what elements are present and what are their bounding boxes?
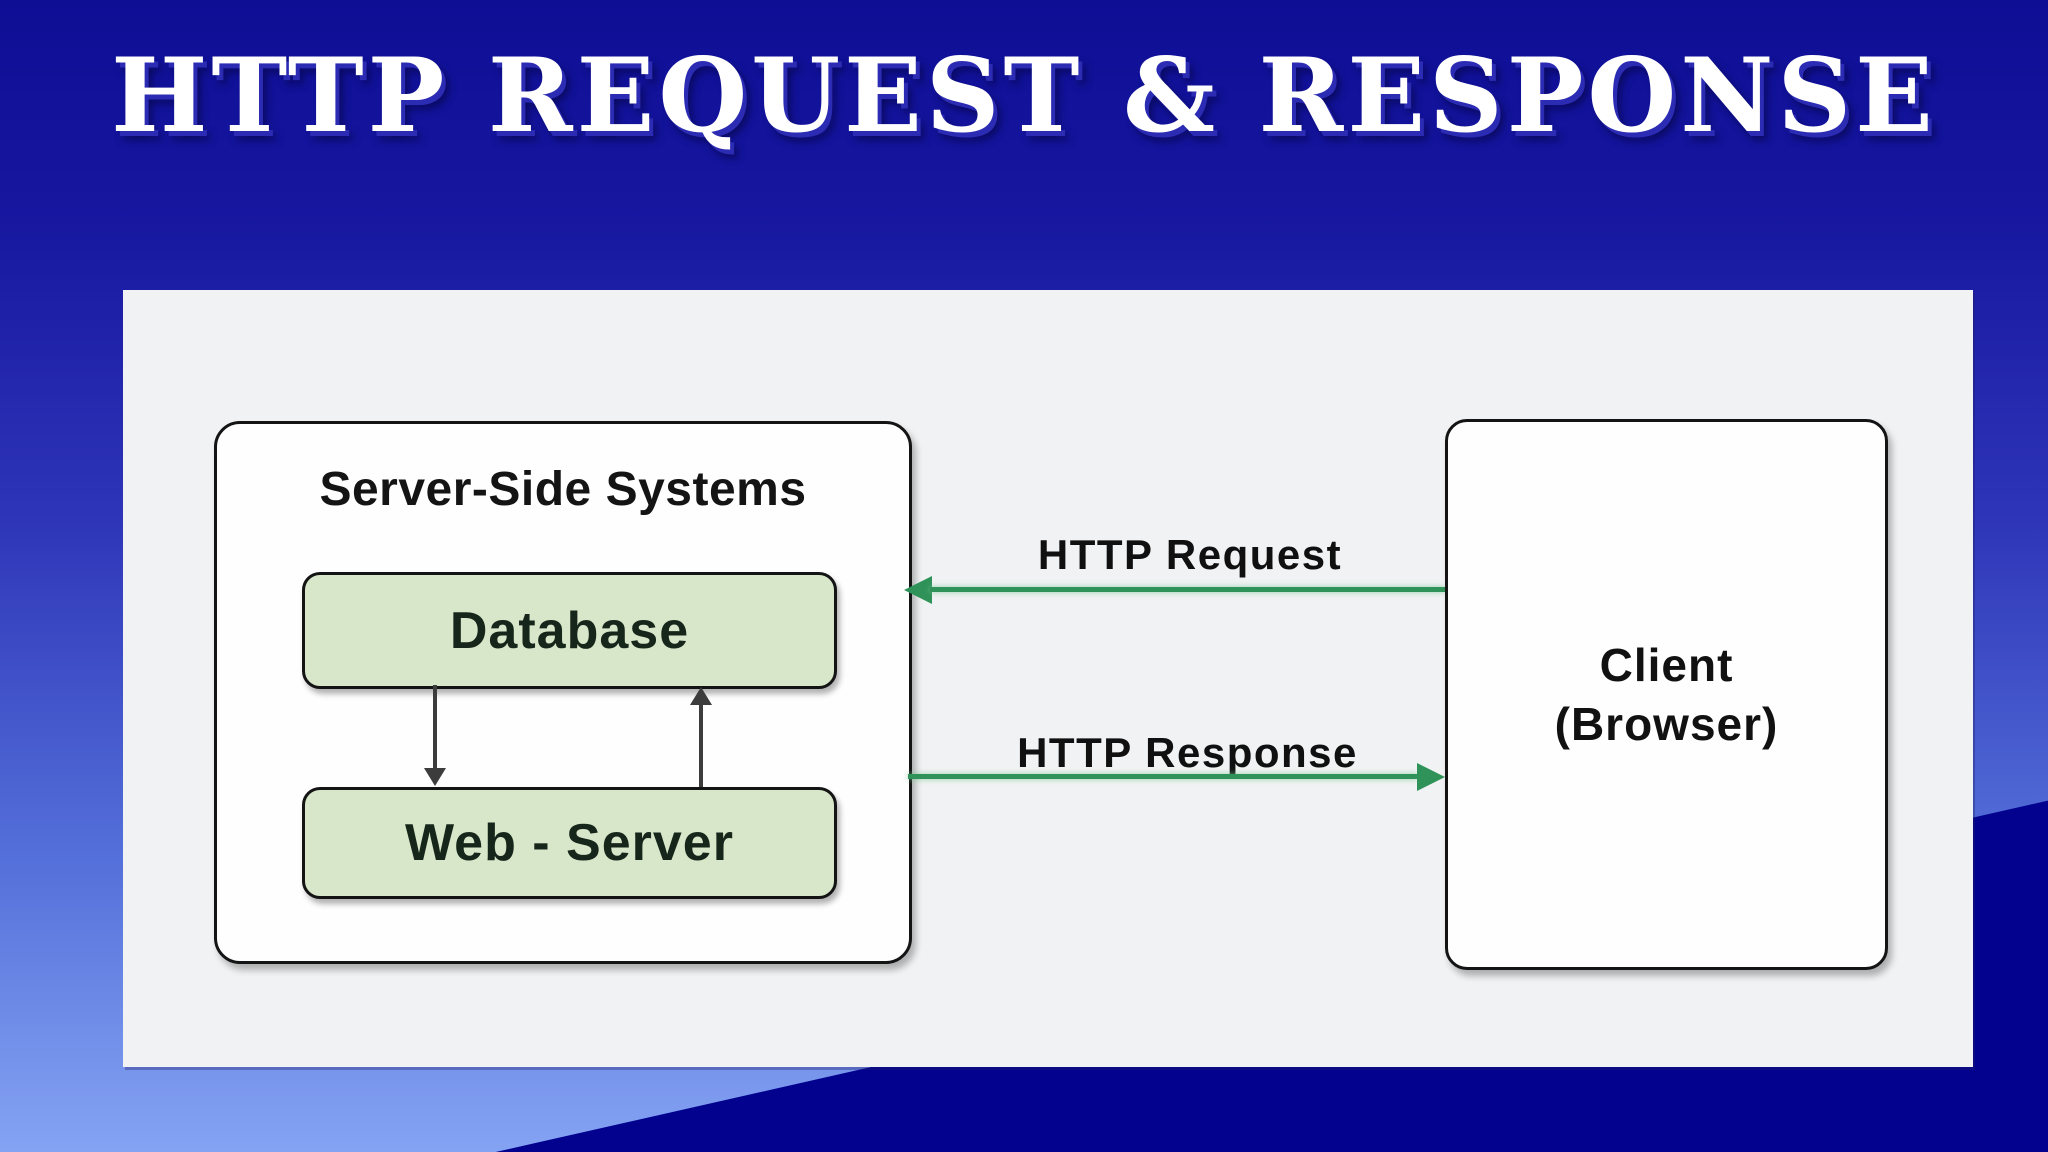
server-side-systems-label: Server-Side Systems [319,463,807,516]
web-server-node: Web - Server [302,787,837,899]
database-node: Database [302,572,837,689]
http-request-shaft [930,587,1445,592]
http-response-shaft [908,774,1418,779]
http-response-label: HTTP Response [1017,729,1358,776]
up-arrowhead-icon [690,687,712,705]
down-arrow-shaft [433,685,437,769]
client-label-line1: Client [1599,638,1734,691]
page-title: HTTP REQUEST & RESPONSE [111,36,1937,156]
database-label: Database [449,601,690,660]
client-label-line2: (Browser) [1554,697,1779,750]
down-arrowhead-icon [424,768,446,786]
right-arrowhead-icon [1417,763,1445,791]
http-request-label: HTTP Request [1037,531,1343,578]
client-browser-node: Client (Browser) [1445,419,1888,970]
web-server-label: Web - Server [405,814,734,872]
left-arrowhead-icon [904,576,932,604]
up-arrow-shaft [699,705,703,787]
